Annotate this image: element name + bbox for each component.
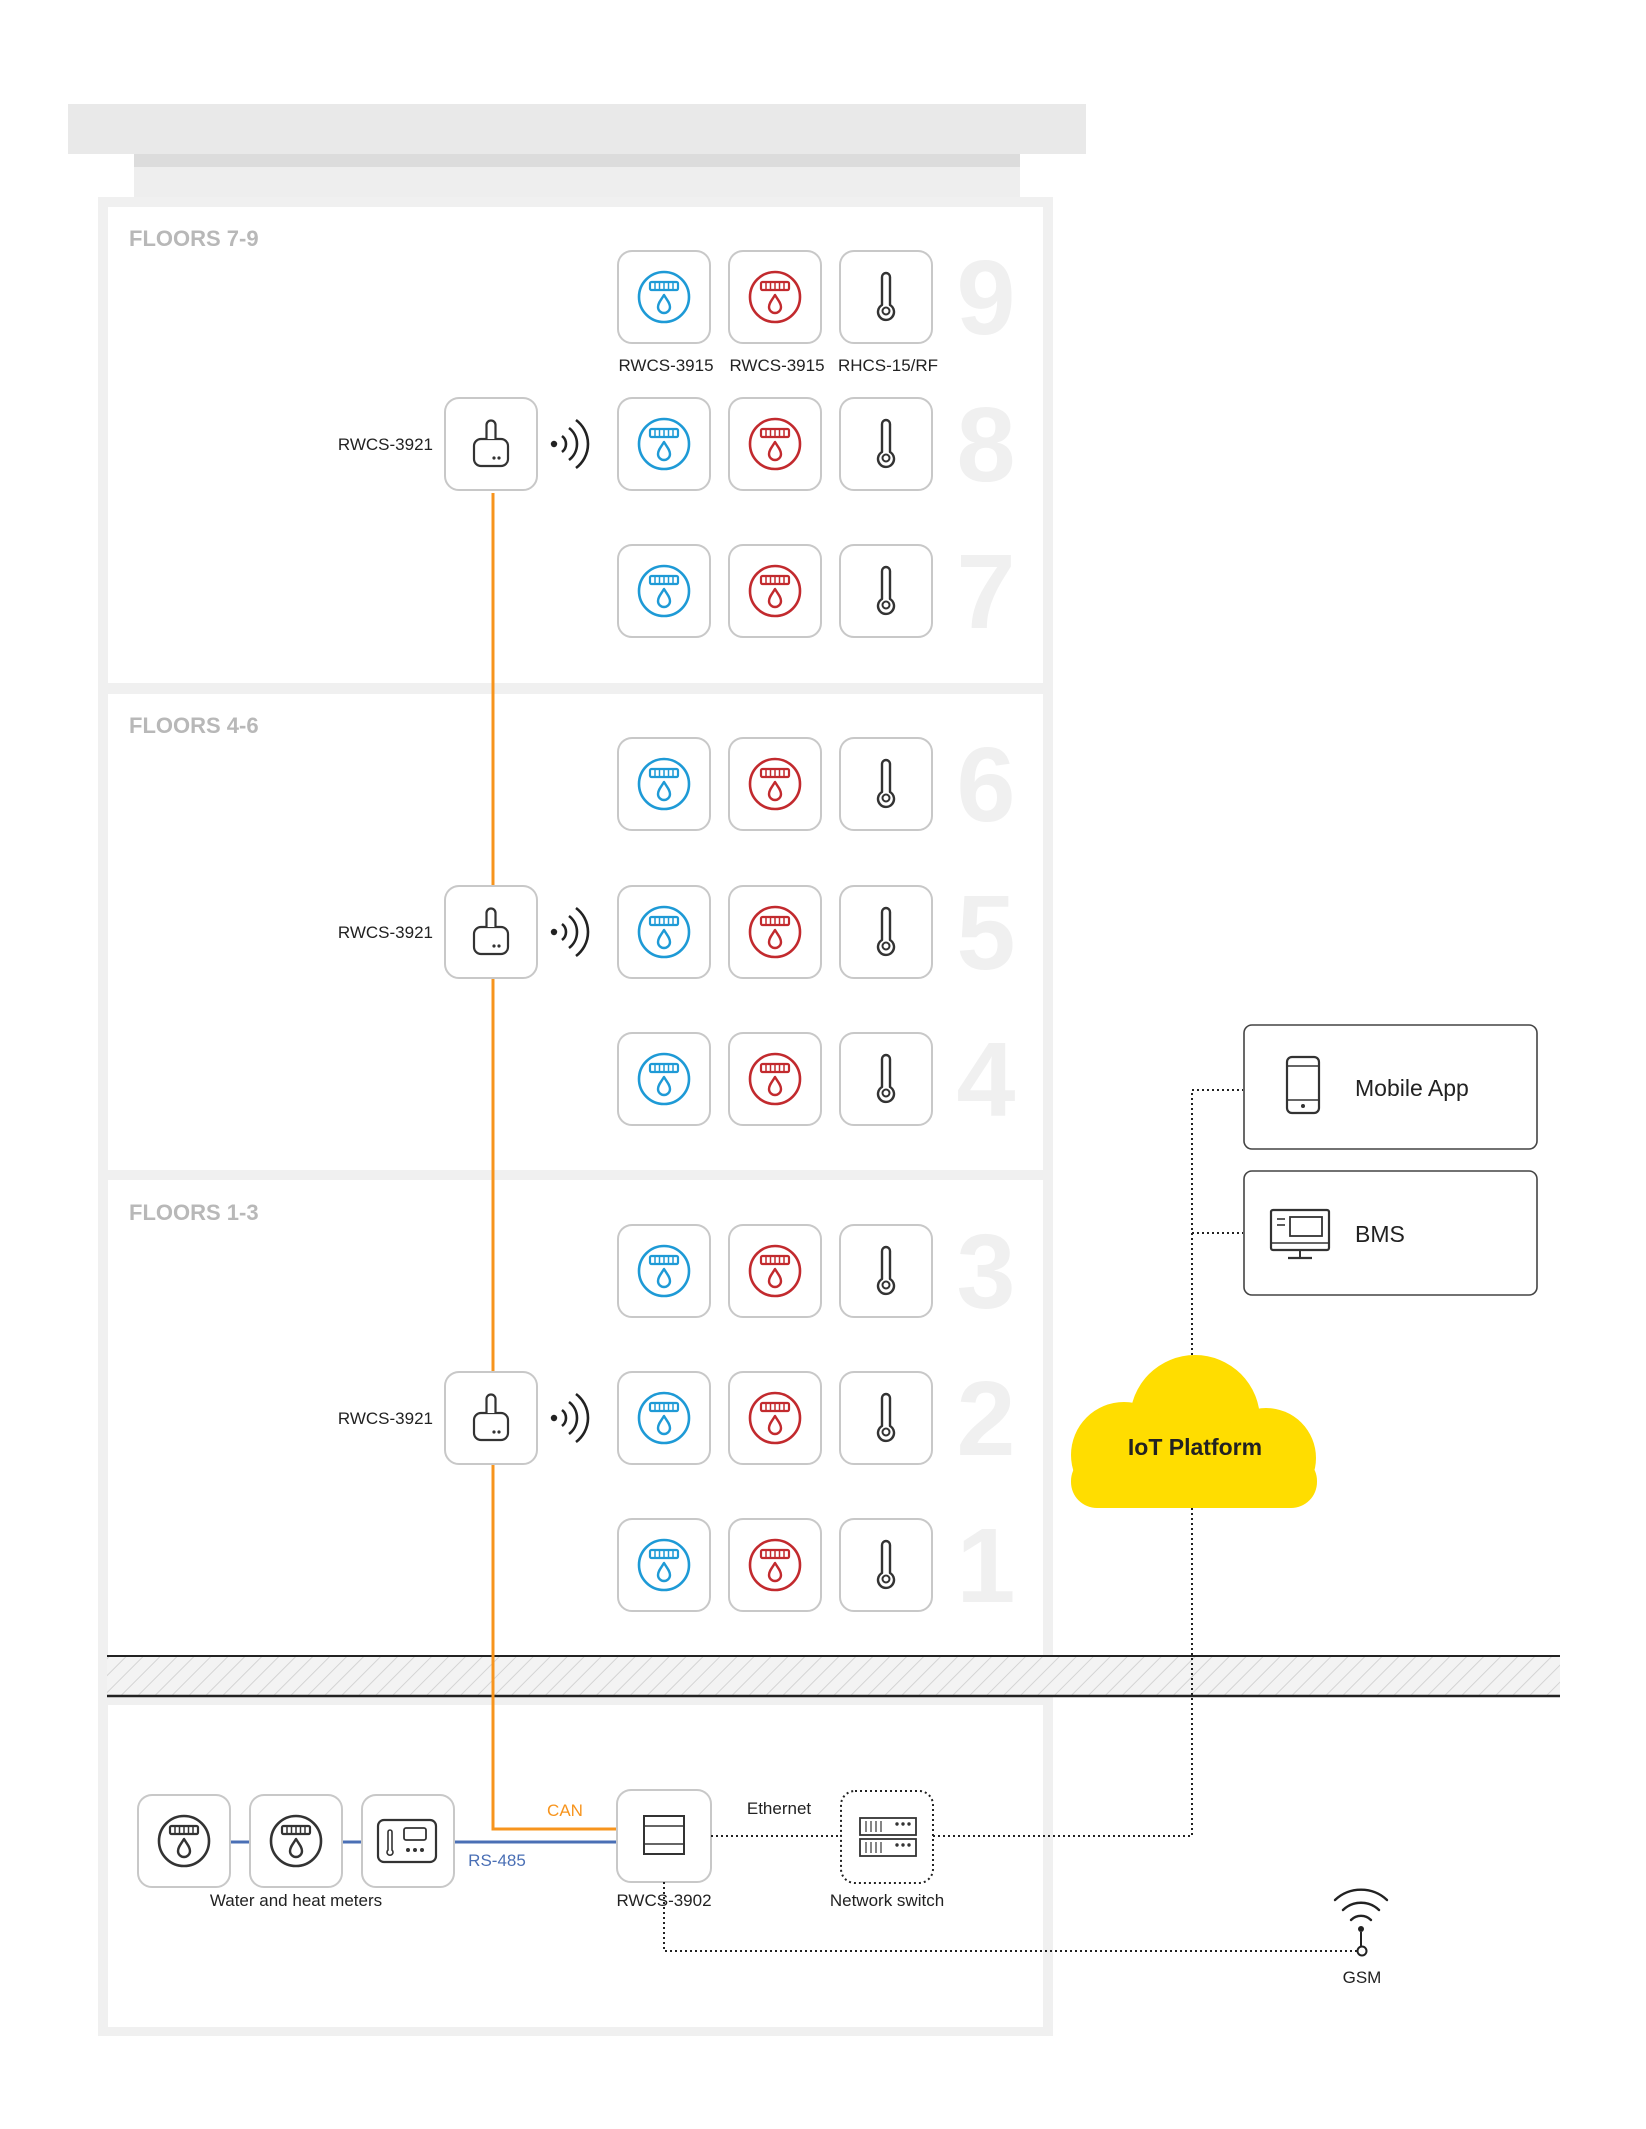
roof	[68, 104, 1086, 154]
cold-water-meter	[617, 250, 711, 344]
heat-sensor	[839, 1371, 933, 1465]
floor-number: 8	[957, 386, 1016, 504]
floor-number: 9	[957, 239, 1016, 357]
mobile-app-box	[1243, 1024, 1538, 1150]
phone-icon	[1285, 1055, 1321, 1115]
zone-label: FLOORS 1-3	[129, 1200, 259, 1225]
heat-meter-tile	[361, 1794, 455, 1888]
hot-water-meter	[728, 1371, 822, 1465]
hot-water-meter	[728, 250, 822, 344]
zone-label: FLOORS 4-6	[129, 713, 259, 738]
din-module-icon	[643, 1815, 685, 1855]
cold-water-meter	[617, 885, 711, 979]
hot-water-meter	[728, 1224, 822, 1318]
floors-group: 9 8 7 6 5 4 3 2 1	[617, 239, 1016, 1625]
hot-water-meter	[728, 737, 822, 831]
roof-base	[134, 167, 1020, 197]
network-switch-label: Network switch	[830, 1891, 944, 1910]
heat-sensor-label: RHCS-15/RF	[838, 356, 938, 375]
gateway-label: RWCS-3921	[338, 435, 433, 454]
hot-water-meter	[728, 885, 822, 979]
can-label: CAN	[547, 1801, 583, 1820]
meters-group-label: Water and heat meters	[210, 1891, 382, 1910]
floor-number: 3	[957, 1213, 1016, 1331]
cold-water-meter	[617, 1224, 711, 1318]
heat-sensor	[839, 1032, 933, 1126]
ground-hatch	[107, 1656, 1560, 1696]
iot-platform-label: IoT Platform	[1128, 1434, 1262, 1460]
hot-water-meter	[728, 544, 822, 638]
network-switch-tile	[840, 1790, 934, 1884]
cold-water-meter	[617, 397, 711, 491]
rs485-label: RS-485	[468, 1851, 526, 1870]
mobile-app-label: Mobile App	[1355, 1075, 1469, 1101]
thermometer-icon	[386, 1829, 394, 1856]
wifi-icon	[1333, 1888, 1389, 1957]
heat-sensor	[839, 397, 933, 491]
controller-tile	[616, 1789, 712, 1883]
floor-number: 7	[957, 533, 1016, 651]
gateway-label: RWCS-3921	[338, 1409, 433, 1428]
bms-box	[1243, 1170, 1538, 1296]
monitor-icon	[1269, 1208, 1331, 1260]
hot-water-meter-label: RWCS-3915	[729, 356, 824, 375]
cold-water-meter	[617, 1518, 711, 1612]
cloud-to-mobile-line	[1191, 1089, 1243, 1360]
cold-water-meter-label: RWCS-3915	[618, 356, 713, 375]
cold-water-meter	[617, 544, 711, 638]
heat-sensor	[839, 250, 933, 344]
water-meter-tile	[249, 1794, 343, 1888]
heat-sensor	[839, 544, 933, 638]
gsm-label: GSM	[1343, 1968, 1382, 1987]
hot-water-meter	[728, 1518, 822, 1612]
floor-number: 5	[957, 874, 1016, 992]
floor-number: 1	[957, 1507, 1016, 1625]
gateway-label: RWCS-3921	[338, 923, 433, 942]
switch-to-cloud-line	[933, 1497, 1193, 1837]
heat-sensor	[839, 737, 933, 831]
heat-sensor	[839, 885, 933, 979]
switch-icon	[859, 1817, 917, 1836]
cold-water-meter	[617, 1032, 711, 1126]
heat-sensor	[839, 1518, 933, 1612]
iot-platform-cloud	[1071, 1355, 1317, 1508]
zone-label: FLOORS 7-9	[129, 226, 259, 251]
cold-water-meter	[617, 1371, 711, 1465]
floor-number: 2	[957, 1360, 1016, 1478]
gateway: RWCS-3921	[338, 1371, 590, 1465]
floor-number: 4	[957, 1021, 1016, 1139]
hot-water-meter	[728, 1032, 822, 1126]
controller-label: RWCS-3902	[616, 1891, 711, 1910]
ethernet-label: Ethernet	[747, 1799, 812, 1818]
gateway: RWCS-3921	[338, 885, 590, 979]
floor-number: 6	[957, 726, 1016, 844]
water-meter-tile	[137, 1794, 231, 1888]
hot-water-meter	[728, 397, 822, 491]
roof-ledge	[134, 154, 1020, 167]
bms-label: BMS	[1355, 1221, 1405, 1247]
heat-sensor	[839, 1224, 933, 1318]
gateway: RWCS-3921	[338, 397, 590, 491]
cold-water-meter	[617, 737, 711, 831]
